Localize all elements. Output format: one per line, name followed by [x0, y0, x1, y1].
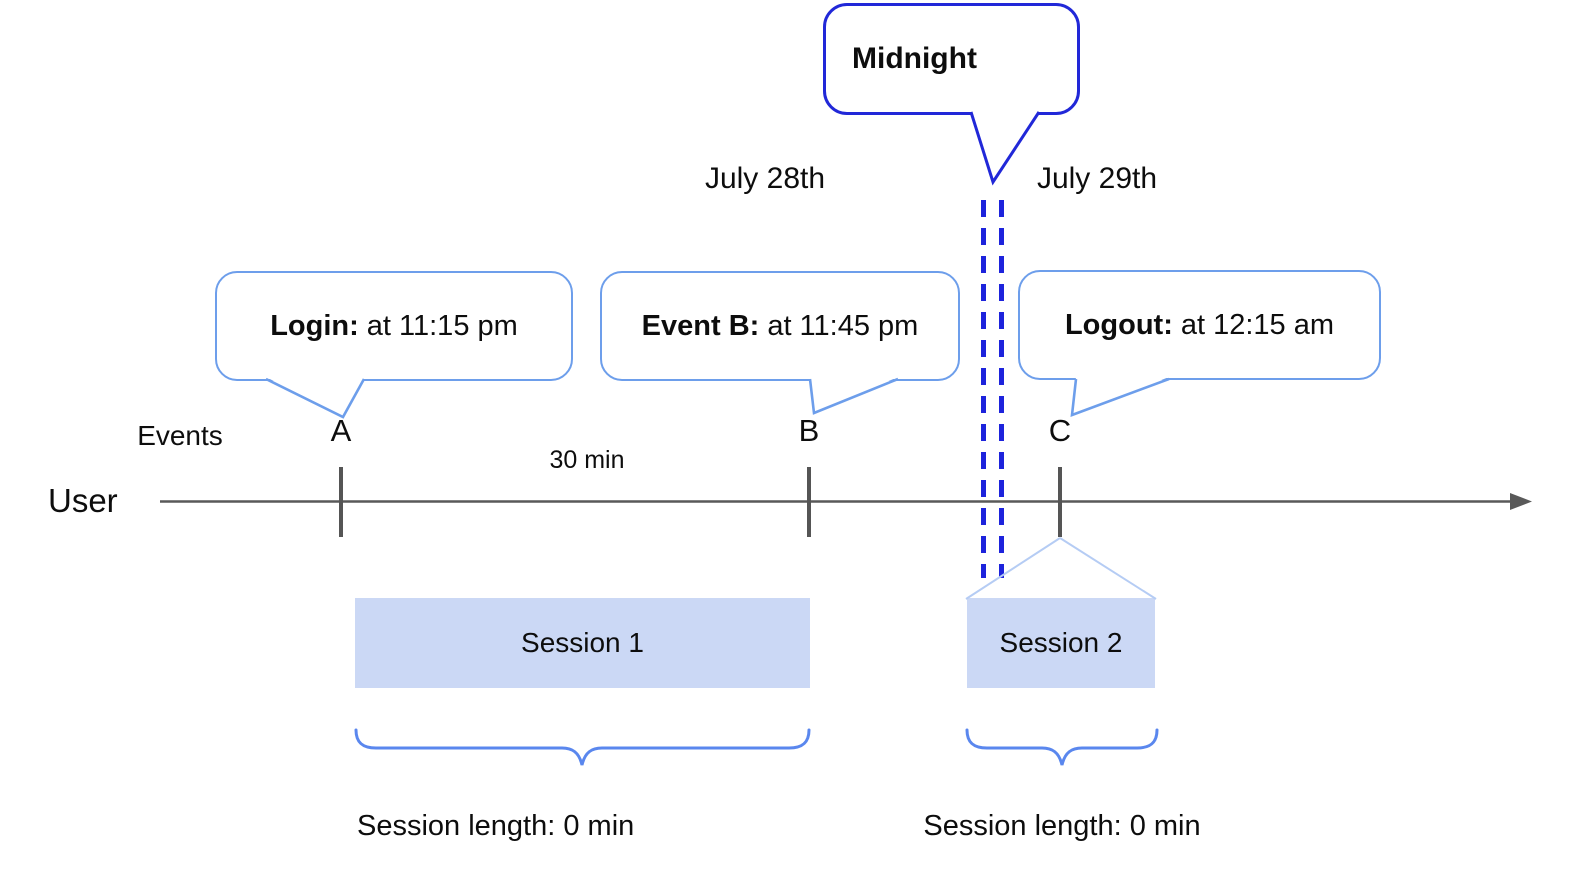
event-b-callout-tail [808, 377, 899, 415]
event-marker-a: A [330, 413, 352, 448]
session2-length-label: Session length: 0 min [923, 810, 1201, 842]
midnight-label: Midnight [852, 42, 977, 75]
session2-funnel [965, 537, 1157, 600]
event-b-callout-title: Event B: [641, 309, 760, 342]
events-axis-label: Events [137, 420, 223, 451]
logout-callout-detail: at 12:15 am [1180, 308, 1335, 341]
session1-label: Session 1 [521, 627, 644, 658]
session2-label: Session 2 [999, 627, 1123, 658]
session1-length-label: Session length: 0 min [357, 810, 635, 842]
login-callout-detail: at 11:15 pm [366, 309, 518, 342]
event-b-callout-detail: at 11:45 pm [767, 309, 919, 342]
event-marker-c: C [1048, 413, 1072, 448]
login-callout: Login: at 11:15 pm [215, 271, 573, 381]
event-marker-b: B [798, 413, 820, 448]
date-label-july-28: July 28th [704, 162, 826, 195]
event-b-callout: Event B: at 11:45 pm [600, 271, 960, 381]
midnight-boundary-lines [981, 200, 1004, 578]
date-label-july-29: July 29th [1036, 162, 1158, 195]
session1-box: Session 1 [355, 598, 810, 688]
login-callout-title: Login: [270, 309, 359, 342]
midnight-callout: Midnight [823, 3, 1080, 115]
session1-brace [354, 728, 811, 766]
login-callout-tail [265, 377, 366, 419]
logout-callout-title: Logout: [1064, 308, 1173, 341]
logout-callout: Logout: at 12:15 am [1018, 270, 1381, 380]
event-ticks [339, 467, 1062, 537]
timeline-arrow [160, 493, 1532, 510]
interval-label-30min: 30 min [549, 446, 625, 474]
session2-brace [965, 728, 1159, 766]
session2-box: Session 2 [967, 598, 1155, 688]
logout-callout-tail [1070, 377, 1170, 417]
user-axis-label: User [48, 482, 118, 519]
